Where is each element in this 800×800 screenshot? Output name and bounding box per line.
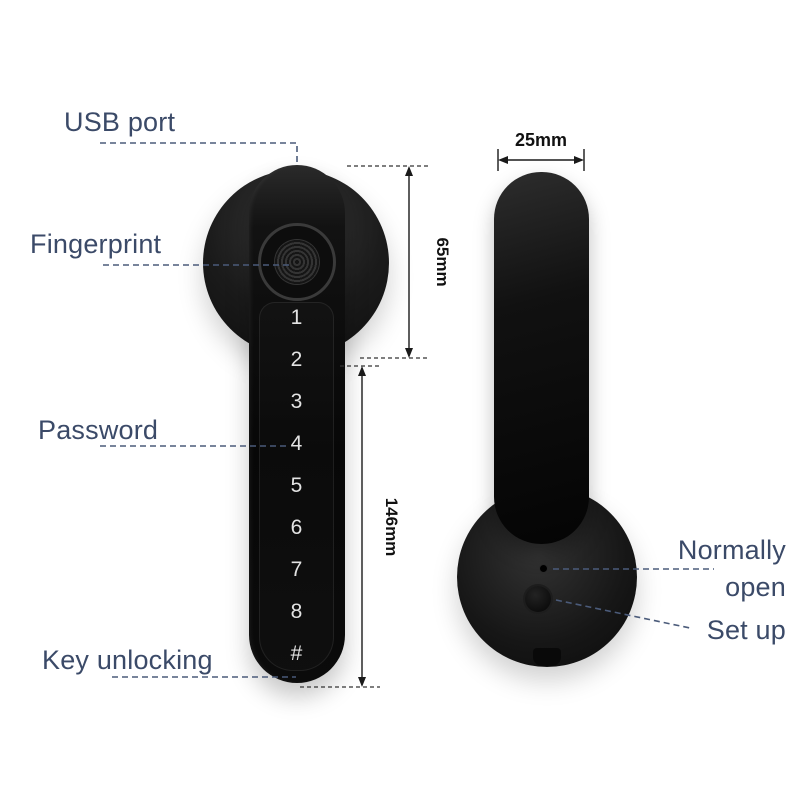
keypad-key-1: 1 — [290, 306, 303, 329]
keypad-key-2: 2 — [290, 348, 303, 371]
label-set-up: Set up — [706, 615, 786, 645]
keypad-key-5: 5 — [290, 474, 303, 497]
keypad-key-4: 4 — [290, 432, 303, 455]
side-handle-body — [494, 172, 589, 544]
leader-usb-port — [100, 142, 298, 165]
dimension-label-146mm: 146mm — [382, 498, 401, 557]
keypad-key-7: 7 — [290, 558, 303, 581]
set-button — [525, 586, 551, 612]
fingerprint-sensor-core — [274, 239, 320, 285]
led-indicator-dot — [540, 565, 547, 572]
label-usb-port: USB port — [64, 107, 176, 137]
label-password: Password — [38, 415, 159, 445]
keypad-key-hash: # — [290, 642, 303, 665]
label-key-unlocking: Key unlocking — [42, 645, 213, 675]
label-fingerprint: Fingerprint — [30, 229, 162, 259]
keypad-key-8: 8 — [290, 600, 303, 623]
label-normally-open: Normally open — [677, 535, 786, 602]
keypad-panel — [259, 302, 334, 671]
fingerprint-sensor — [258, 223, 336, 301]
spindle-notch — [533, 648, 561, 666]
keypad-key-3: 3 — [290, 390, 303, 413]
dimension-25mm: 25mm — [497, 130, 585, 171]
dimension-label-65mm: 65mm — [433, 237, 452, 286]
dimension-label-25mm: 25mm — [515, 130, 567, 150]
keypad-key-6: 6 — [290, 516, 303, 539]
keypad: 1 2 3 4 5 6 7 8 # — [259, 307, 334, 664]
